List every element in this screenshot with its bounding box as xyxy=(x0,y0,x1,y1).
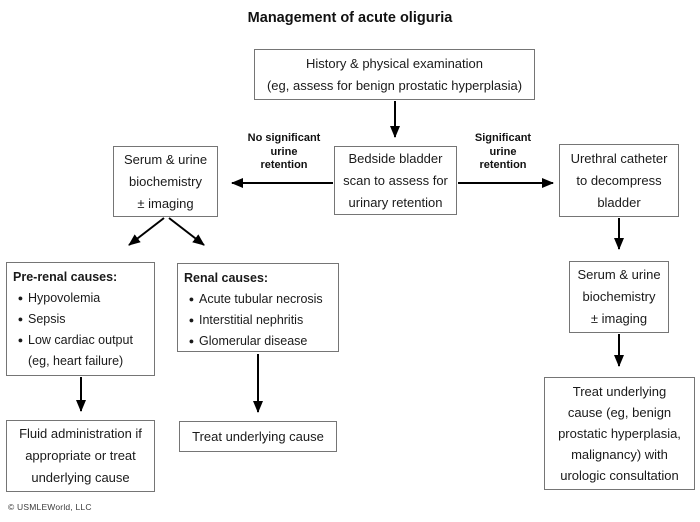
edge-label-significant-urine-retention: Significant urine retention xyxy=(453,132,553,173)
list-item: ● Glomerular disease xyxy=(184,331,335,352)
node-text-line: biochemistry xyxy=(582,289,656,304)
edge-label-line: No significant xyxy=(247,132,321,144)
node-text-line: History & physical examination xyxy=(305,55,484,71)
node-serum-urine-biochemistry-right: Serum & urine biochemistry ± imaging xyxy=(569,261,669,333)
node-text-line: Treat underlying xyxy=(572,384,667,399)
node-text-line: ± imaging xyxy=(590,311,648,326)
node-text-line: to decompress xyxy=(576,172,662,188)
node-text-line: ± imaging xyxy=(137,195,194,211)
node-text-line: urinary retention xyxy=(348,194,443,210)
list-item-text: Low cardiac output (eg, heart failure) xyxy=(28,333,133,368)
edge-label-line: urine xyxy=(270,145,298,158)
bullet-icon: ● xyxy=(17,293,24,303)
node-text-line: bladder xyxy=(597,194,641,210)
edge-label-line: urine xyxy=(489,145,517,158)
node-text-line: Bedside bladder xyxy=(348,150,443,166)
node-treat-underlying-cause: Treat underlying cause xyxy=(179,421,337,452)
node-text-line: Serum & urine xyxy=(577,267,661,282)
node-text-line: Serum & urine xyxy=(123,151,208,167)
page-title: Management of acute oliguria xyxy=(247,10,453,26)
bullet-icon: ● xyxy=(188,315,195,325)
edge-label-line: retention xyxy=(479,159,527,171)
node-text-line: (eg, assess for benign prostatic hyperpl… xyxy=(266,77,523,93)
bullet-icon: ● xyxy=(188,336,195,346)
list-item-text: Interstitial nephritis xyxy=(199,313,304,327)
bullet-icon: ● xyxy=(17,335,24,345)
renal-causes-heading: Renal causes: xyxy=(184,271,269,285)
list-item: ● Low cardiac output (eg, heart failure) xyxy=(13,330,151,372)
arrow-serum-to-renal xyxy=(168,217,205,246)
node-text-line: scan to assess for xyxy=(343,172,448,188)
node-text-line: prostatic hyperplasia, xyxy=(558,426,681,441)
list-item: ● Acute tubular necrosis xyxy=(184,289,335,310)
node-text-line: Treat underlying cause xyxy=(192,428,324,444)
node-serum-urine-biochemistry-left: Serum & urine biochemistry ± imaging xyxy=(113,146,218,217)
node-fluid-administration: Fluid administration if appropriate or t… xyxy=(6,420,155,492)
node-treat-urologic-consultation: Treat underlying cause (eg, benign prost… xyxy=(544,377,695,490)
node-text-line: appropriate or treat xyxy=(25,448,136,463)
bullet-icon: ● xyxy=(188,294,195,304)
node-text-line: malignancy) with xyxy=(571,447,668,462)
node-bedside-bladder-scan: Bedside bladder scan to assess for urina… xyxy=(334,146,457,215)
node-text-line: biochemistry xyxy=(129,173,202,189)
node-urethral-catheter: Urethral catheter to decompress bladder xyxy=(559,144,679,217)
node-renal-causes: Renal causes: ● Acute tubular necrosis ●… xyxy=(177,263,339,352)
list-item-text: Hypovolemia xyxy=(28,291,101,305)
list-item-text: Glomerular disease xyxy=(199,334,308,348)
edge-label-line: retention xyxy=(260,159,308,171)
list-item-text: Acute tubular necrosis xyxy=(199,292,323,306)
node-text-line: urologic consultation xyxy=(560,468,679,483)
node-text-line: Fluid administration if xyxy=(19,426,142,441)
node-text-line: Urethral catheter xyxy=(570,150,668,166)
node-text-line: underlying cause xyxy=(31,470,130,485)
prerenal-causes-heading: Pre-renal causes: xyxy=(13,270,118,284)
copyright-text: © USMLEWorld, LLC xyxy=(8,502,92,512)
arrow-serum-to-prerenal xyxy=(128,217,165,246)
edge-label-no-significant-urine-retention: No significant urine retention xyxy=(234,132,334,173)
node-prerenal-causes: Pre-renal causes: ● Hypovolemia ● Sepsis… xyxy=(6,262,155,376)
list-item-text: Sepsis xyxy=(28,312,66,326)
node-history-physical-exam: History & physical examination (eg, asse… xyxy=(254,49,535,100)
node-text-line: cause (eg, benign xyxy=(567,405,672,420)
bullet-icon: ● xyxy=(17,314,24,324)
list-item: ● Interstitial nephritis xyxy=(184,310,335,331)
edge-label-line: Significant xyxy=(474,132,532,144)
list-item: ● Sepsis xyxy=(13,309,151,330)
list-item: ● Hypovolemia xyxy=(13,288,151,309)
